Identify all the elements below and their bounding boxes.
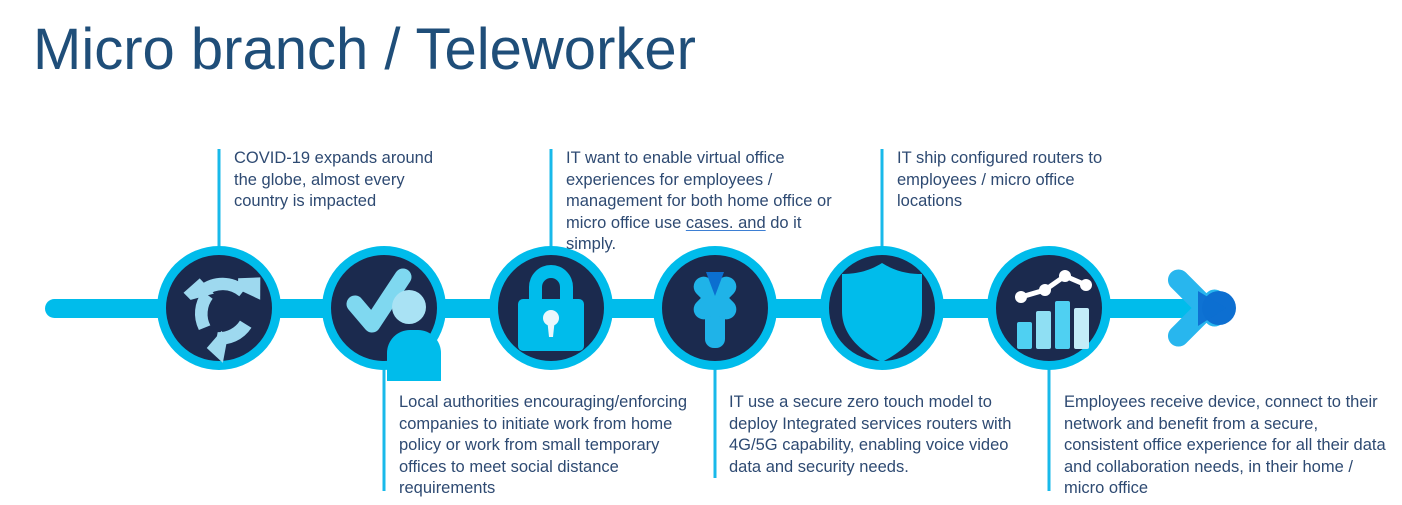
timeline-step-3[interactable] — [489, 246, 613, 370]
callout-step-4: IT use a secure zero touch model to depl… — [729, 393, 1012, 476]
page-title: Micro branch / Teleworker — [33, 17, 696, 82]
shield-icon — [842, 263, 922, 362]
timeline-step-5[interactable] — [820, 246, 944, 370]
timeline-step-2[interactable] — [322, 246, 446, 381]
bar-chart-trend-icon — [1015, 270, 1092, 349]
callout-step-5: IT ship configured routers to employees … — [897, 149, 1103, 210]
arrow-right-icon — [1167, 269, 1236, 347]
callout-step-2: Local authorities encouraging/enforcing … — [399, 393, 688, 497]
callout-step-1: COVID-19 expands around the globe, almos… — [234, 149, 434, 210]
padlock-icon — [518, 265, 584, 351]
callout-step-3: IT want to enable virtual office experie… — [566, 148, 834, 256]
callout-step-3-spellcheck: cases. and — [685, 213, 766, 232]
timeline-step-1[interactable] — [157, 246, 281, 370]
check-person-icon — [346, 268, 441, 381]
cycle-arrows-icon — [183, 277, 261, 363]
timeline-step-6[interactable] — [987, 246, 1111, 370]
timeline-step-4[interactable] — [653, 246, 777, 370]
callout-step-3-text-after: do it simply. — [566, 213, 802, 254]
arrow-up-icon — [693, 272, 737, 348]
callout-step-3-text-before: IT want to enable virtual office experie… — [566, 149, 832, 232]
callout-step-6: Employees receive device, connect to the… — [1064, 393, 1386, 497]
